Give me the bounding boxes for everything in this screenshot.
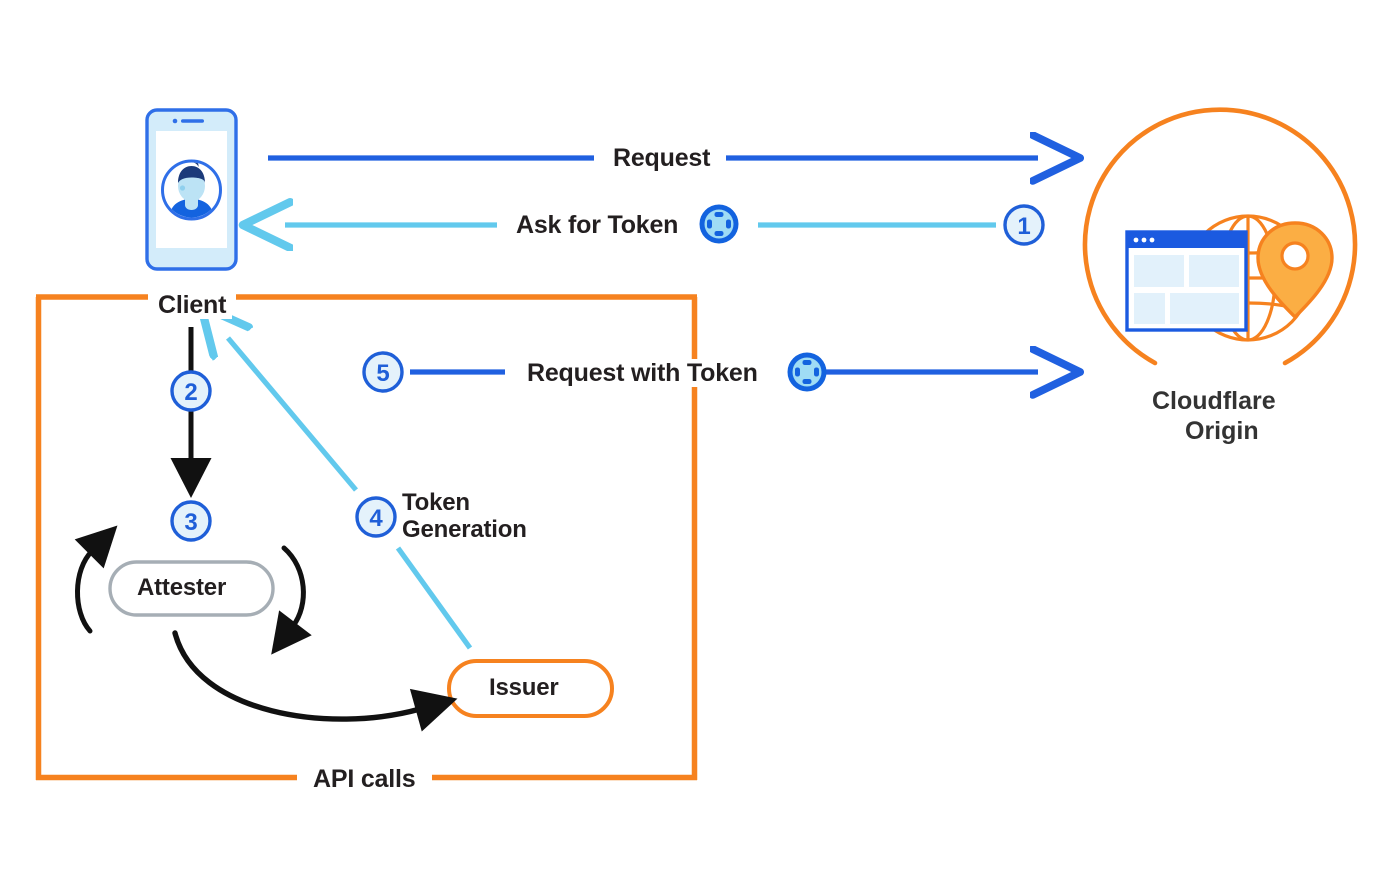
- attestation-loop-right-arrow: [271, 545, 312, 655]
- node-label-issuer: Issuer: [489, 674, 559, 701]
- step-badge-2: 2: [170, 370, 212, 412]
- node-label-cloudflare-origin-line1: Cloudflare: [1152, 387, 1276, 415]
- node-label-client: Client: [152, 291, 233, 319]
- node-label-attester: Attester: [137, 574, 227, 601]
- step-badge-5: 5: [362, 351, 404, 393]
- step-badge-4: 4: [355, 496, 397, 538]
- flow-label-request-with-token: Request with Token: [520, 359, 765, 387]
- node-attester: [108, 560, 275, 617]
- boundary-label-api-calls: API calls: [305, 765, 424, 793]
- annotation-token-generation-line2: Generation: [402, 516, 527, 543]
- flow-label-request: Request: [606, 144, 718, 172]
- svg-text:5: 5: [376, 360, 389, 387]
- attestation-loop-left-arrow: [74, 525, 118, 634]
- step-badge-3: 3: [170, 500, 212, 542]
- flow-label-ask-for-token: Ask for Token: [509, 211, 686, 239]
- svg-text:4: 4: [369, 505, 383, 532]
- mobile-phone-user-icon: [145, 108, 238, 271]
- flow-arrow-token-generation: [228, 338, 473, 650]
- privacy-pass-token-icon-2: [787, 352, 827, 392]
- svg-text:2: 2: [184, 379, 197, 406]
- globe-browser-pin-icon: [1082, 107, 1358, 366]
- step-badge-1: 1: [1003, 204, 1045, 246]
- annotation-token-generation-line1: Token: [402, 489, 470, 516]
- svg-text:1: 1: [1017, 213, 1030, 240]
- attester-to-issuer-arrow: [172, 630, 458, 732]
- privacy-pass-token-icon: [699, 204, 739, 244]
- node-label-cloudflare-origin-line2: Origin: [1185, 417, 1259, 445]
- node-issuer: [447, 659, 614, 718]
- svg-text:3: 3: [184, 509, 197, 536]
